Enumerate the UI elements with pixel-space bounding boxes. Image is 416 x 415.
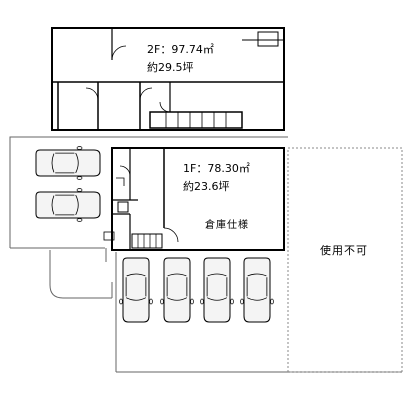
second-floor-outline (51, 27, 285, 131)
unusable-area-label: 使用不可 (320, 244, 368, 257)
car-icon (119, 257, 153, 323)
warehouse-spec-label: 倉庫仕様 (205, 220, 249, 231)
fixture-1f (117, 201, 129, 213)
car-icon (160, 257, 194, 323)
second-floor-plan (51, 27, 285, 131)
car-icon (35, 146, 101, 180)
car-icon (240, 257, 274, 323)
fixture-2f (257, 31, 279, 47)
second-floor-tsubo: 約29.5坪 (147, 61, 194, 74)
second-floor-area: 2F：97.74㎡ (147, 43, 214, 56)
first-floor-tsubo: 約23.6坪 (183, 180, 230, 193)
car-icon (35, 188, 101, 222)
stairs-2f (149, 111, 243, 129)
site-boundary (9, 136, 288, 248)
first-floor-outline (111, 147, 285, 251)
unusable-area (287, 147, 403, 373)
stairs-1f (131, 233, 163, 249)
car-icon (200, 257, 234, 323)
parking-spaces (35, 146, 274, 323)
first-floor-area: 1F：78.30㎡ (183, 162, 250, 175)
